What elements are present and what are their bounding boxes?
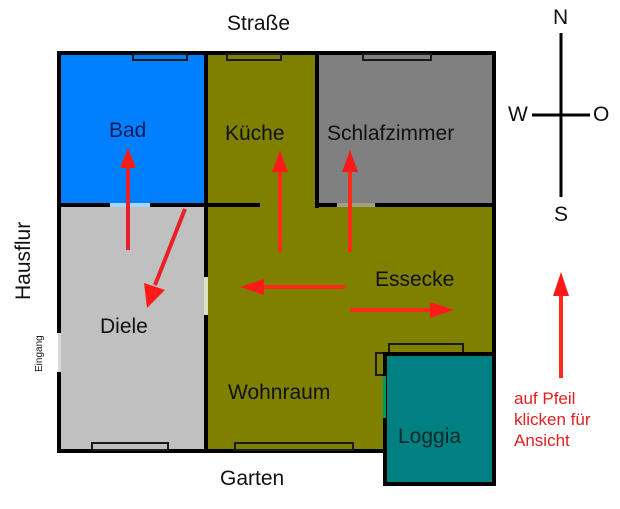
window-schlafzimmer — [362, 53, 432, 61]
arrow-to-east[interactable] — [350, 302, 454, 318]
wall-schlaf-left — [315, 51, 319, 208]
door-schlafzimmer — [337, 203, 375, 207]
window-kueche — [226, 53, 282, 61]
arrow-to-bad[interactable] — [120, 148, 136, 250]
label-essecke: Essecke — [375, 268, 455, 291]
room-loggia — [383, 352, 496, 486]
click-hint: auf Pfeil klicken für Ansicht — [514, 388, 591, 451]
window-diele — [91, 442, 169, 451]
room-bad — [60, 54, 206, 206]
compass-east: O — [593, 103, 610, 126]
hint-line-2: klicken für — [514, 410, 591, 429]
compass-south: S — [554, 203, 569, 226]
wall-diele-wohn-lower — [204, 315, 208, 453]
arrow-to-kueche[interactable] — [272, 150, 288, 252]
hint-line-1: auf Pfeil — [514, 389, 576, 408]
room-schlafzimmer — [317, 54, 493, 206]
wall-schlaf-bottom-left — [315, 203, 337, 207]
wall-left-lower — [57, 372, 61, 453]
wall-diele-wohn-upper — [204, 203, 208, 277]
label-loggia: Loggia — [398, 425, 462, 448]
window-bad — [132, 53, 188, 61]
wall-bad-kueche — [204, 51, 208, 208]
wall-schlaf-bottom-right — [375, 203, 496, 207]
hint-line-3: Ansicht — [514, 431, 570, 450]
label-schlafzimmer: Schlafzimmer — [327, 122, 455, 145]
wall-bad-diele-left — [57, 203, 110, 207]
loggia-door — [383, 376, 386, 418]
arrow-to-west[interactable] — [240, 279, 345, 295]
entrance-opening — [58, 333, 61, 372]
arrow-to-schlafzimmer[interactable] — [342, 150, 358, 252]
label-wohnraum: Wohnraum — [228, 381, 331, 404]
wall-bottom — [57, 449, 385, 453]
label-kueche: Küche — [225, 122, 285, 145]
compass-west: W — [508, 103, 528, 126]
label-diele: Diele — [100, 315, 148, 338]
window-wohnraum — [234, 442, 354, 451]
compass-cross — [532, 33, 590, 197]
arrow-legend — [553, 272, 569, 378]
arrow-to-diele[interactable] — [144, 208, 187, 308]
label-bad: Bad — [109, 119, 147, 142]
garden-label: Garten — [220, 467, 285, 490]
door-wohnraum — [204, 277, 208, 315]
wall-left-upper — [57, 51, 61, 333]
wall-right — [492, 51, 496, 353]
compass-north: N — [553, 6, 569, 29]
room-diele — [60, 206, 206, 451]
street-label: Straße — [227, 12, 291, 35]
